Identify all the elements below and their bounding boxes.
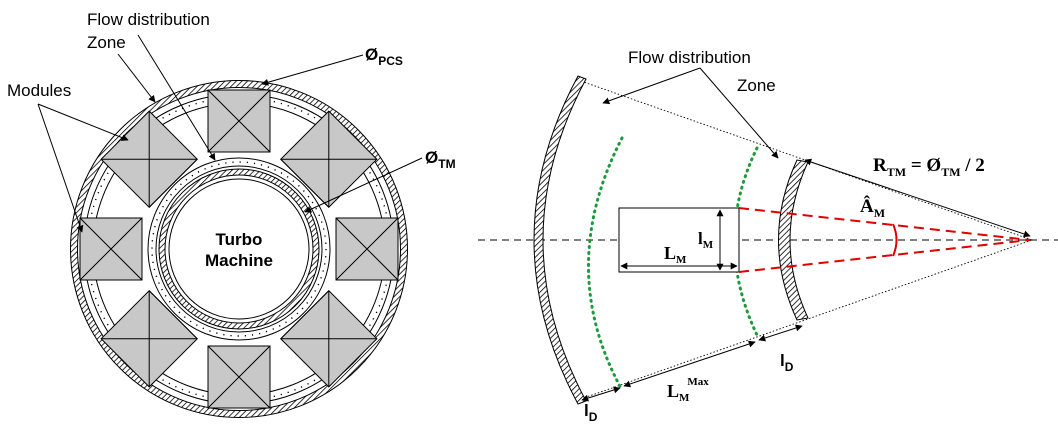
tm-hatched-inner-edge bbox=[164, 174, 314, 324]
module-1 bbox=[207, 89, 271, 153]
ld-right-arrow bbox=[758, 324, 803, 342]
module-diagonals bbox=[101, 111, 198, 208]
tm-ring-2 bbox=[155, 165, 323, 333]
ld-right-label: lD bbox=[780, 351, 794, 374]
module-diagonals bbox=[280, 290, 377, 387]
module-4 bbox=[280, 290, 378, 388]
module-7 bbox=[79, 217, 143, 281]
ld-bottom-label: lD bbox=[584, 401, 598, 424]
left-flow-zone-label-2: Zone bbox=[87, 33, 126, 52]
module-3 bbox=[335, 217, 399, 281]
left-turbomachine-diagram: Turbo Machine Flow distribution Zone Mod… bbox=[7, 10, 456, 418]
right-flow-pointer-2 bbox=[699, 67, 779, 159]
module-6 bbox=[100, 290, 198, 388]
green-outer-flow-boundary bbox=[587, 136, 624, 392]
ld-bottom-arrow bbox=[581, 386, 621, 402]
tm-diameter-label: ØTM bbox=[425, 148, 456, 171]
lmax-arrow bbox=[623, 340, 756, 388]
tm-hatched-outer-edge bbox=[158, 168, 320, 330]
left-flow-zone-label-1: Flow distribution bbox=[87, 10, 210, 29]
module-inner-edge bbox=[280, 158, 330, 208]
module-diagonals bbox=[280, 111, 377, 208]
module-2 bbox=[280, 110, 378, 208]
rtm-arrow bbox=[804, 158, 1031, 238]
module-inner-edge bbox=[148, 290, 198, 340]
module-diagonals bbox=[207, 345, 271, 409]
modules-pointer-1 bbox=[37, 103, 129, 141]
rtm-label: RTM = ØTM / 2 bbox=[873, 155, 985, 179]
angle-arc bbox=[892, 223, 898, 257]
module-5 bbox=[207, 345, 271, 409]
module-diagonals bbox=[101, 290, 198, 387]
lm-height-label: lM bbox=[698, 229, 714, 251]
flow-zone-pointer-2 bbox=[137, 34, 216, 161]
modules-group bbox=[79, 89, 399, 409]
right-flow-pointer-1 bbox=[602, 67, 701, 105]
turbo-machine-label-1: Turbo bbox=[216, 230, 263, 249]
flow-zone-pointer-1 bbox=[117, 53, 156, 103]
pcs-vessel-outer-edge bbox=[70, 80, 408, 418]
inner-tm-arc bbox=[778, 159, 809, 321]
pcs-vessel-ring bbox=[70, 80, 408, 418]
module-diagonals bbox=[335, 217, 399, 281]
tm-pointer bbox=[304, 157, 423, 213]
module-inner-edge bbox=[148, 158, 198, 208]
turbo-machine-label-2: Machine bbox=[205, 251, 273, 270]
pcs-vessel-inner-edge bbox=[77, 87, 401, 411]
right-flow-zone-label-1: Flow distribution bbox=[628, 48, 751, 67]
tm-inner-line bbox=[168, 178, 310, 320]
pcs-diameter-label: ØPCS bbox=[365, 45, 403, 68]
angle-label: ÂM bbox=[860, 195, 885, 220]
pcs-pointer bbox=[261, 54, 364, 86]
module-inner-edge bbox=[280, 290, 330, 340]
lmax-label: LMMax bbox=[667, 376, 709, 404]
modules-pointer-2 bbox=[37, 103, 84, 233]
module-diagonals bbox=[79, 217, 143, 281]
tm-hatched-ring bbox=[159, 169, 319, 329]
right-flow-zone-label-2: Zone bbox=[737, 76, 776, 95]
tm-dots-ring bbox=[151, 161, 327, 337]
module-diagonals bbox=[207, 89, 271, 153]
modules-label: Modules bbox=[7, 81, 71, 100]
angle-lower-line bbox=[738, 239, 1031, 273]
right-sector-diagram: Flow distribution Zone RTM = ØTM / 2 ÂM … bbox=[478, 48, 1058, 424]
lm-length-label: LM bbox=[664, 243, 687, 266]
